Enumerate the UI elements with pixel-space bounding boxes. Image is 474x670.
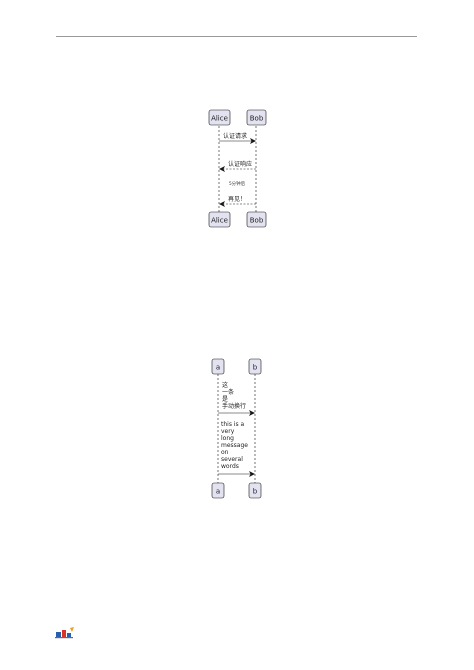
participant-a-bottom: a: [211, 482, 225, 499]
message-line: very: [221, 428, 235, 435]
participant-label: b: [253, 488, 258, 496]
message-label: 再见！: [228, 196, 246, 203]
message-line: 是: [222, 396, 228, 403]
message-line: words: [221, 463, 239, 470]
message-label: 认证请求: [223, 132, 247, 140]
delay-label: 5分钟后: [229, 180, 246, 187]
participant-alice-bottom: Alice: [208, 211, 231, 228]
message-line: this is a: [221, 421, 245, 428]
participant-b-bottom: b: [248, 482, 262, 499]
participant-alice-top: Alice: [208, 109, 231, 126]
message-line: 一条: [222, 388, 234, 396]
participant-b-top: b: [248, 358, 262, 375]
participant-bob-bottom: Bob: [246, 211, 267, 228]
message-line: several: [221, 456, 243, 463]
message-line: 这: [222, 381, 228, 389]
participant-label: Bob: [250, 115, 264, 123]
message-line: message: [221, 442, 248, 449]
participant-label: Alice: [211, 217, 228, 225]
participant-label: Alice: [211, 115, 228, 123]
participant-a-top: a: [211, 358, 225, 375]
diagram-2: a b 这 一条 是 手动换行 this is a very long mess…: [211, 358, 262, 499]
plantuml-logo-icon: [55, 627, 74, 639]
participant-label: a: [216, 488, 220, 496]
participant-bob-top: Bob: [246, 109, 267, 126]
participant-label: Bob: [250, 217, 264, 225]
message-line: 手动换行: [222, 402, 246, 410]
page-header-rule: [56, 36, 417, 37]
message-label: 认证响应: [228, 160, 252, 168]
participant-label: b: [253, 364, 258, 372]
message-2-label: this is a very long message on several w…: [221, 421, 248, 470]
participant-label: a: [216, 364, 220, 372]
diagram-1: Alice Bob 认证请求 认证响应 5分钟后 再见！ Alice Bob: [208, 109, 267, 228]
message-line: on: [221, 449, 229, 456]
message-line: long: [221, 435, 234, 442]
message-1-label: 这 一条 是 手动换行: [222, 381, 246, 410]
